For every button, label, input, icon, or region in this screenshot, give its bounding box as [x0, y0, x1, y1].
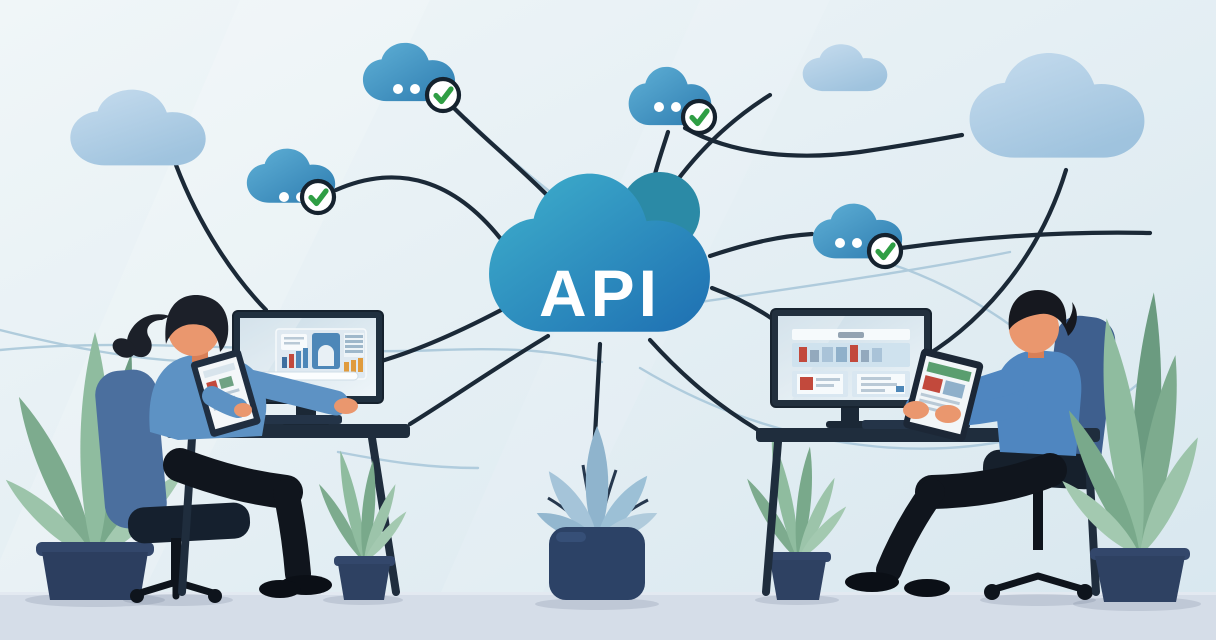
- plant-pot: [549, 527, 645, 600]
- potted-plant-center: [533, 426, 661, 600]
- keyboard-left: [250, 415, 342, 424]
- api-label: API: [539, 256, 661, 330]
- api-cloud: API: [489, 172, 710, 332]
- plant-pot: [1095, 556, 1185, 602]
- hair: [1008, 290, 1077, 336]
- plant-pot: [42, 552, 148, 600]
- hand: [334, 398, 358, 414]
- potted-plant-left: [314, 449, 411, 600]
- hand: [903, 401, 929, 419]
- person-left: [112, 294, 358, 598]
- plant-large-right: [1055, 291, 1208, 602]
- hand: [935, 405, 961, 423]
- potted-plant-right: [741, 435, 851, 600]
- plant-large-left: [0, 332, 192, 600]
- person-right: [845, 290, 1082, 597]
- workstation-left: [95, 294, 410, 603]
- workstation-right: [756, 290, 1116, 600]
- monitor-right: [770, 308, 932, 428]
- webpage-mock: [792, 329, 910, 397]
- chair-left: [95, 369, 251, 603]
- hair: [165, 294, 229, 352]
